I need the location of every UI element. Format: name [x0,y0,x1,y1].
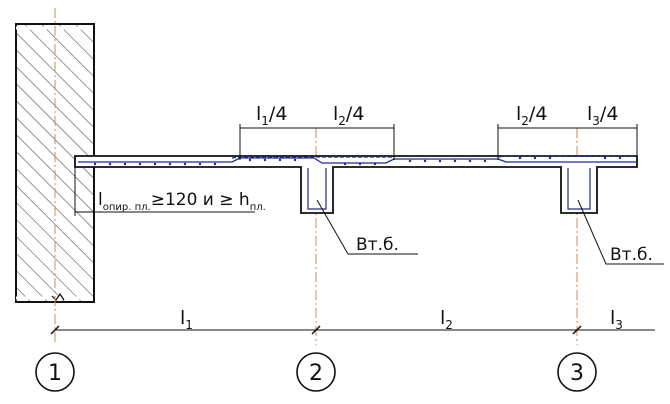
span-label-2: l2 [440,307,453,332]
axis-label-1: 1 [48,361,62,386]
axis-label-2: 2 [309,361,323,386]
beam-label-2: Вт.б. [356,235,399,255]
bottom-rebar [78,157,637,164]
wall-break-mark [51,292,65,301]
beam-label-3: Вт.б. [610,245,653,265]
axis-bubble-1 [35,352,75,392]
support-length-note: lопир. пл.≥120 и ≥ hпл. [98,190,266,213]
span-label-3: l3 [610,307,623,332]
span-label-1: l1 [180,307,193,332]
quarter-label-2: l2/4 [333,103,364,128]
beam-stirrup-3 [567,168,591,210]
axis-bubble-3 [557,352,597,392]
axis-label-3: 3 [570,361,584,386]
beam-leader-3 [577,199,664,265]
span-tick-2 [311,325,321,335]
span-tick-1 [50,325,60,335]
quarter-label-3: l2/4 [516,103,547,128]
quarter-label-4: l3/4 [587,103,618,128]
span-tick-3 [572,325,582,335]
beam-stirrup-2 [307,168,327,210]
quarter-label-1: l1/4 [256,103,287,128]
rebar-dots [93,156,622,166]
axis-bubble-2 [296,352,336,392]
beam-leader-2 [316,199,418,255]
